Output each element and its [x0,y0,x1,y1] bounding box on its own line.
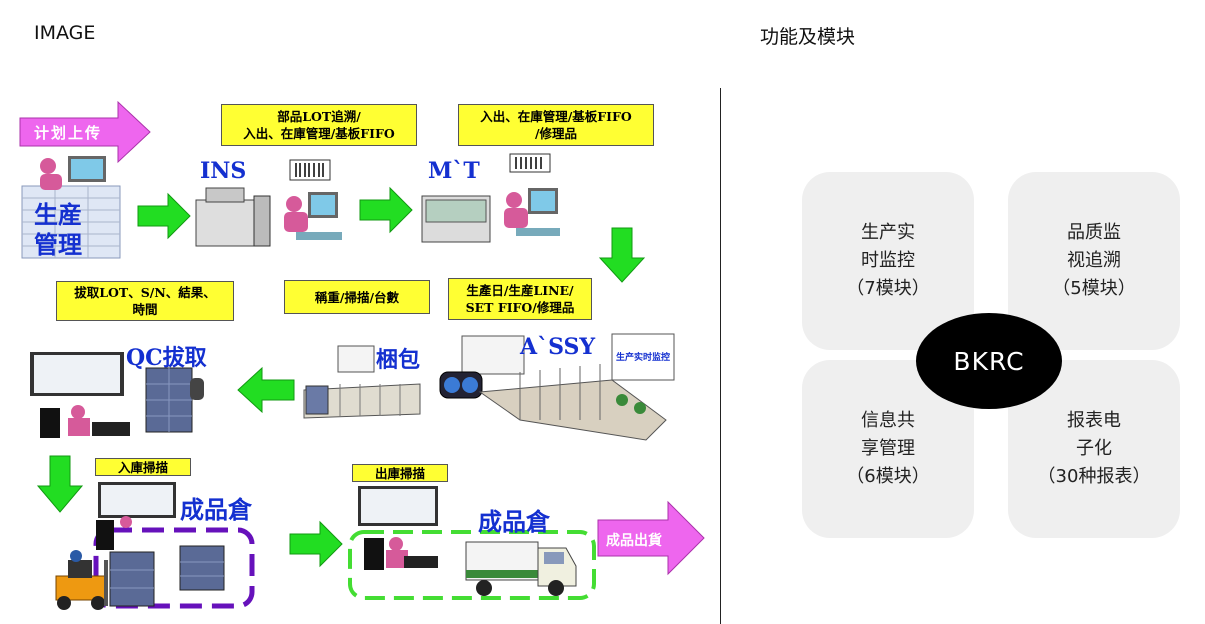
green-arrow-right-3 [289,520,343,568]
note-ins: 部品LOT追溯/ 入出、在庫管理/基板FIFO [221,104,417,146]
green-arrow-left-1 [237,366,295,414]
image-heading: IMAGE [34,22,96,44]
fg-out-label: 成品出貨 [606,533,662,549]
monitor-screen-caption: 生产实时监控 [616,353,671,363]
note-assy: 生產日/生産LINE/ SET FIFO/修理品 [448,278,592,320]
plan-upload-label: 计划上传 [34,124,103,142]
note-stock-in: 入庫掃描 [95,458,191,476]
note-mt: 入出、在庫管理/基板FIFO /修理品 [458,104,654,146]
note-bundle: 稱重/掃描/台數 [284,280,430,314]
green-arrow-right-1 [137,192,191,240]
green-arrow-down-1 [598,227,646,283]
assy-label: A`SSY [520,334,596,360]
fg-store-1-label: 成品倉 [180,495,252,524]
fg-out-arrow [597,500,705,576]
flow-graphics [19,100,705,610]
note-qc: 拔取LOT、S/N、結果、 時間 [56,281,234,321]
prod-mgmt-label: 生産 管理 [34,200,82,259]
ins-label: INS [200,158,247,184]
bkrc-center: BKRC [916,313,1062,409]
vertical-divider [720,88,721,624]
module-realtime-monitor: 生产实 时监控 （7模块） [802,172,974,350]
plan-upload-arrow [19,100,151,164]
modules-heading: 功能及模块 [760,26,856,48]
green-arrow-down-2 [36,455,84,513]
green-arrow-right-2 [359,186,413,234]
qc-label: QC拔取 [126,345,207,371]
fg-store-2-label: 成品倉 [478,507,550,536]
fg-store-2-dashed [348,530,596,600]
module-quality-trace: 品质监 视追溯 （5模块） [1008,172,1180,350]
fg-store-1-dashed [93,527,255,609]
bundle-label: 梱包 [376,347,421,373]
mt-label: M`T [428,158,480,184]
note-stock-out: 出庫掃描 [352,464,448,482]
